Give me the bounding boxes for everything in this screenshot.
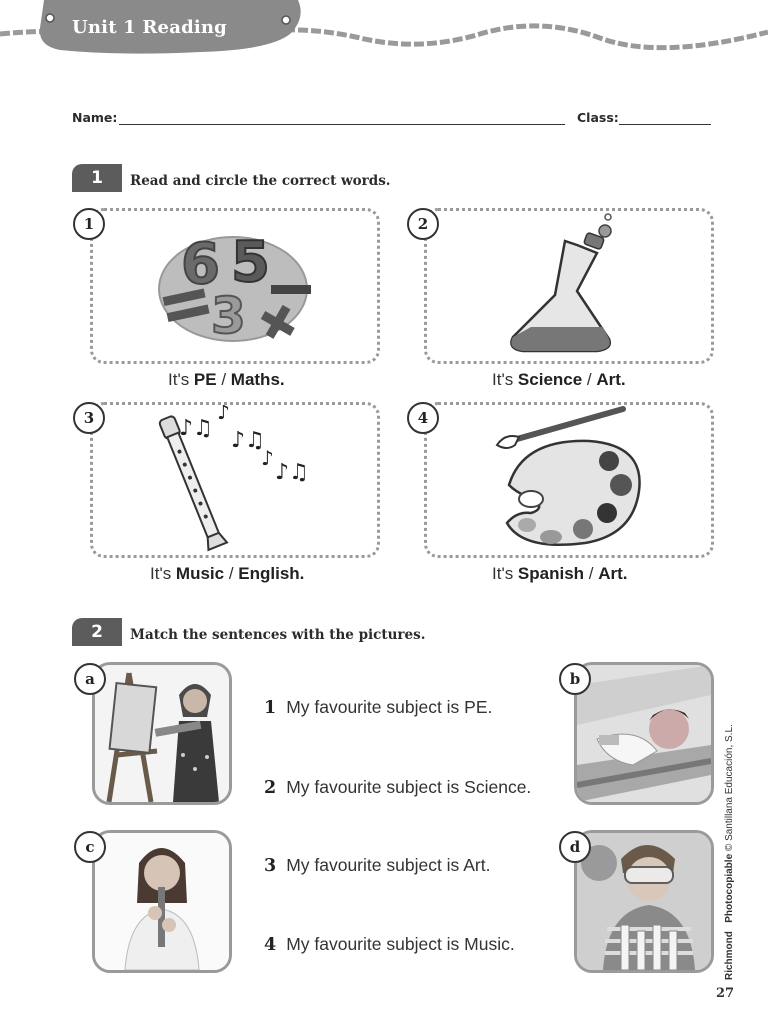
class-field[interactable] xyxy=(619,124,711,125)
sentence-number: 2 xyxy=(264,778,277,798)
svg-text:♪: ♪ xyxy=(261,446,274,470)
picture-letter-a: a xyxy=(74,663,106,695)
item-number-2: 2 xyxy=(407,208,439,240)
sentence-text: My favourite subject is Art. xyxy=(286,855,491,875)
option-pe[interactable]: PE xyxy=(193,370,217,389)
caption-separator: / xyxy=(582,370,597,389)
maths-numbers-icon: 6 5 3 xyxy=(158,229,311,346)
photo-b xyxy=(574,662,714,805)
svg-text:♪♫: ♪♫ xyxy=(275,460,309,485)
sentence-text: My favourite subject is PE. xyxy=(286,697,493,717)
sentence-number: 3 xyxy=(264,856,277,876)
title-banner xyxy=(0,0,768,54)
sentence-4: 4 My favourite subject is Music. xyxy=(264,934,515,955)
caption-prefix: It's xyxy=(492,564,518,583)
picture-box-4 xyxy=(424,402,714,558)
caption-separator: / xyxy=(584,564,599,583)
sentence-1: 1 My favourite subject is PE. xyxy=(264,697,492,718)
picture-letter-b: b xyxy=(559,663,591,695)
science-flask-icon xyxy=(510,213,612,353)
svg-text:♪♫: ♪♫ xyxy=(231,428,265,453)
sentence-3: 3 My favourite subject is Art. xyxy=(264,855,490,876)
exercise-1-badge: 1 xyxy=(72,164,122,192)
caption-2: It's Science / Art. xyxy=(492,370,626,390)
option-art[interactable]: Art. xyxy=(598,564,628,583)
photo-c xyxy=(92,830,232,973)
photo-a xyxy=(92,662,232,805)
caption-1: It's PE / Maths. xyxy=(168,370,285,390)
copyright-text: © Santillana Educación, S.L. xyxy=(724,724,735,854)
boy-pe-image xyxy=(577,665,711,802)
page-title: Unit 1 Reading xyxy=(72,17,227,38)
option-science[interactable]: Science xyxy=(517,370,583,389)
svg-text:5: 5 xyxy=(231,230,270,295)
publisher-name: Richmond xyxy=(724,931,735,980)
option-maths[interactable]: Maths. xyxy=(230,370,285,389)
name-label: Name: xyxy=(72,110,118,125)
exercise-1-instruction: Read and circle the correct words. xyxy=(130,173,391,189)
sentence-text: My favourite subject is Music. xyxy=(286,934,515,954)
picture-box-2 xyxy=(424,208,714,364)
photo-d xyxy=(574,830,714,973)
boy-science-goggles-image xyxy=(577,833,711,970)
picture-box-3: ♪♫ ♪ ♪♫ ♪ ♪♫ xyxy=(90,400,380,558)
picture-letter-d: d xyxy=(559,831,591,863)
name-field[interactable] xyxy=(119,124,565,125)
caption-prefix: It's xyxy=(150,564,176,583)
svg-text:♪♫: ♪♫ xyxy=(179,416,213,441)
photocopiable-label: Photocopiable xyxy=(724,853,735,923)
caption-4: It's Spanish / Art. xyxy=(492,564,628,584)
item-number-4: 4 xyxy=(407,402,439,434)
page-number: 27 xyxy=(716,986,735,1001)
picture-box-1: 6 5 3 xyxy=(90,208,380,364)
exercise-2-instruction: Match the sentences with the pictures. xyxy=(130,627,426,643)
picture-letter-c: c xyxy=(74,831,106,863)
sentence-text: My favourite subject is Science. xyxy=(286,777,532,797)
copyright-notice: Richmond Photocopiable © Santillana Educ… xyxy=(724,724,735,980)
caption-3: It's Music / English. xyxy=(150,564,304,584)
item-number-3: 3 xyxy=(73,402,105,434)
sentence-2: 2 My favourite subject is Science. xyxy=(264,777,531,798)
caption-prefix: It's xyxy=(168,370,194,389)
option-english[interactable]: English. xyxy=(238,564,305,583)
sentence-number: 4 xyxy=(264,935,277,955)
girl-violin-easel-image xyxy=(95,665,229,802)
option-music[interactable]: Music xyxy=(175,564,225,583)
item-number-1: 1 xyxy=(73,208,105,240)
recorder-music-icon: ♪♫ ♪ ♪♫ ♪ ♪♫ xyxy=(158,400,309,552)
art-palette-icon xyxy=(495,406,641,547)
option-art[interactable]: Art. xyxy=(596,370,626,389)
caption-separator: / xyxy=(224,564,239,583)
svg-text:3: 3 xyxy=(211,287,246,345)
caption-prefix: It's xyxy=(492,370,518,389)
svg-text:♪: ♪ xyxy=(217,405,230,424)
sentence-number: 1 xyxy=(264,698,277,718)
svg-text:6: 6 xyxy=(181,232,220,297)
girl-recorder-image xyxy=(95,833,229,970)
caption-separator: / xyxy=(216,370,231,389)
option-spanish[interactable]: Spanish xyxy=(517,564,585,583)
exercise-2-badge: 2 xyxy=(72,618,122,646)
class-label: Class: xyxy=(577,110,619,125)
